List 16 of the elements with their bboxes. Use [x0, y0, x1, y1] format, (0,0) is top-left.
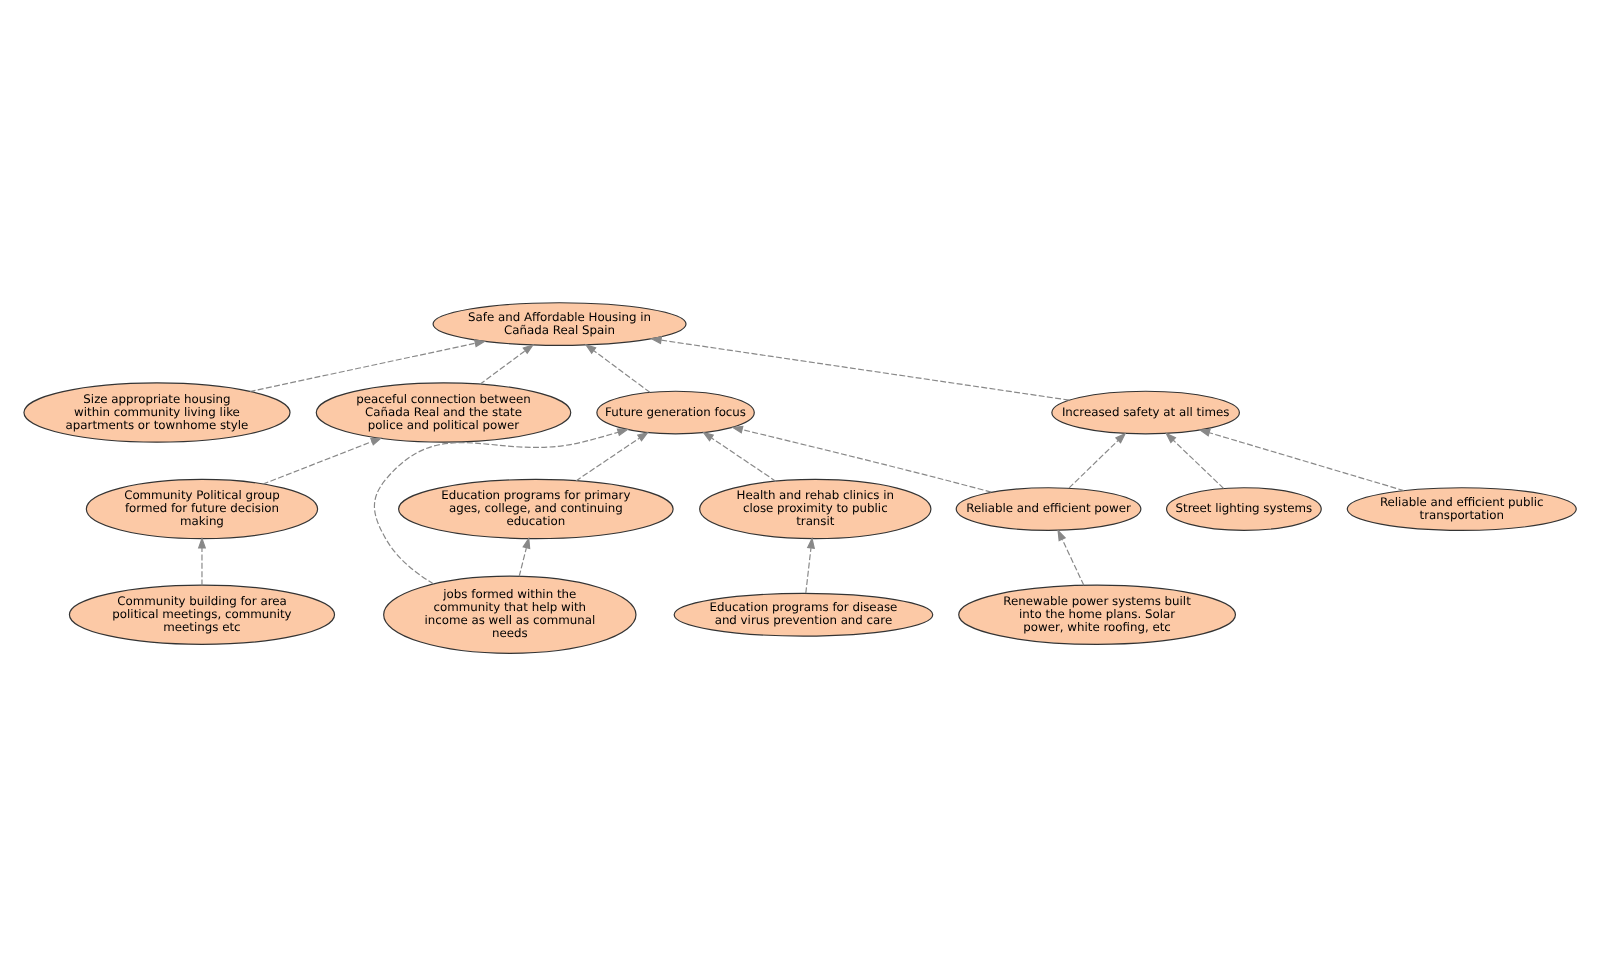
arrow: [584, 342, 651, 392]
arrow: [262, 436, 383, 484]
arrow: [575, 430, 649, 481]
arrow: [197, 535, 207, 585]
arrow: [249, 338, 487, 392]
arrow: [731, 424, 992, 492]
arrow: [479, 343, 535, 384]
arrow: [1165, 431, 1225, 488]
arrow: [518, 535, 531, 576]
arrow: [649, 335, 1070, 400]
arrow: [702, 430, 777, 481]
arrow: [1198, 427, 1405, 491]
arrow: [1068, 431, 1127, 488]
arrow: [373, 427, 630, 584]
arrow: [1057, 527, 1085, 585]
arrow: [805, 535, 816, 593]
